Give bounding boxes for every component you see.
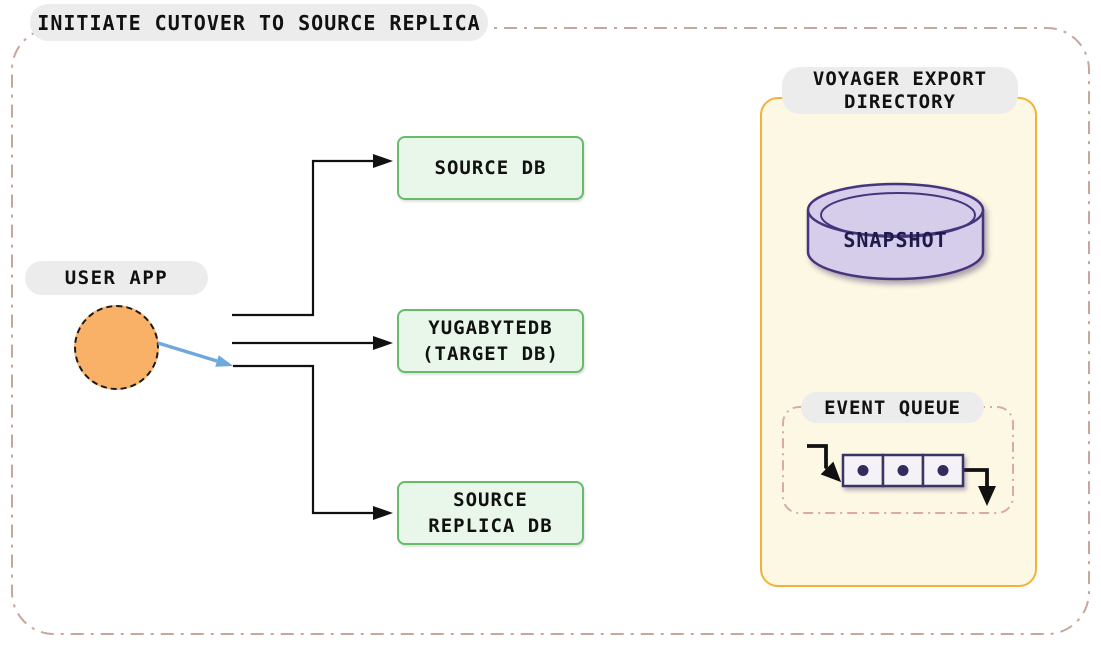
user-app-label-text: USER APP [64,267,169,289]
source-replica-db-box: SOURCE REPLICA DB [397,481,584,545]
database-cylinder-icon [806,182,985,281]
outer-dashed-border [11,27,1090,635]
diagram-title: INITIATE CUTOVER TO SOURCE REPLICA [30,4,488,41]
source-replica-label-2: REPLICA DB [428,515,553,537]
arrow-to-source-replica-db [233,364,393,520]
event-queue-label: EVENT QUEUE [801,392,984,423]
queue-out-arrow [962,468,996,506]
yugabytedb-label: YUGABYTEDB [428,317,553,339]
queue-item-dot [937,465,949,476]
source-replica-label: SOURCE [453,489,528,511]
source-db-label: SOURCE DB [434,157,547,179]
yugabytedb-target-box: YUGABYTEDB (TARGET DB) [397,309,584,373]
queue-in-arrow [807,444,842,483]
voyager-label-line2: DIRECTORY [844,90,956,113]
event-queue-label-text: EVENT QUEUE [824,396,961,419]
voyager-export-directory-label: VOYAGER EXPORT DIRECTORY [782,67,1018,114]
event-queue-dashed-box [782,406,1014,514]
yugabytedb-label-2: (TARGET DB) [422,343,559,365]
queue-item-dot [857,465,869,476]
queue-item-dot [897,465,909,476]
snapshot-label: SNAPSHOT [813,228,978,252]
source-db-box: SOURCE DB [397,136,584,200]
diagram-title-text: INITIATE CUTOVER TO SOURCE REPLICA [37,10,481,35]
arrow-to-source-db [232,154,393,317]
snapshot-label-text: SNAPSHOT [843,228,948,252]
event-queue-icon [807,444,996,506]
user-app-icon [74,305,159,390]
user-app-label: USER APP [25,261,208,295]
blue-cutover-arrow [157,341,234,367]
voyager-label-line1: VOYAGER EXPORT [812,67,988,90]
